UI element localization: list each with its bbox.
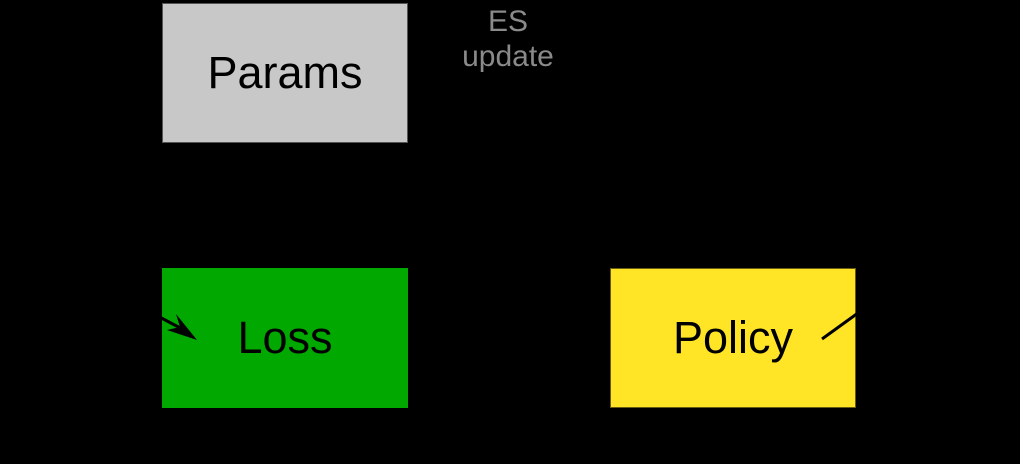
es-update-label: ES update (448, 4, 568, 74)
loss-label: Loss (237, 312, 333, 363)
policy-label: Policy (672, 312, 794, 363)
loss-node: Loss (162, 268, 408, 408)
es-update-line1: ES (487, 5, 529, 38)
params-node: Params (162, 3, 408, 143)
policy-node: Policy (610, 268, 856, 408)
params-label: Params (207, 47, 363, 98)
es-update-line2: update (462, 40, 554, 73)
